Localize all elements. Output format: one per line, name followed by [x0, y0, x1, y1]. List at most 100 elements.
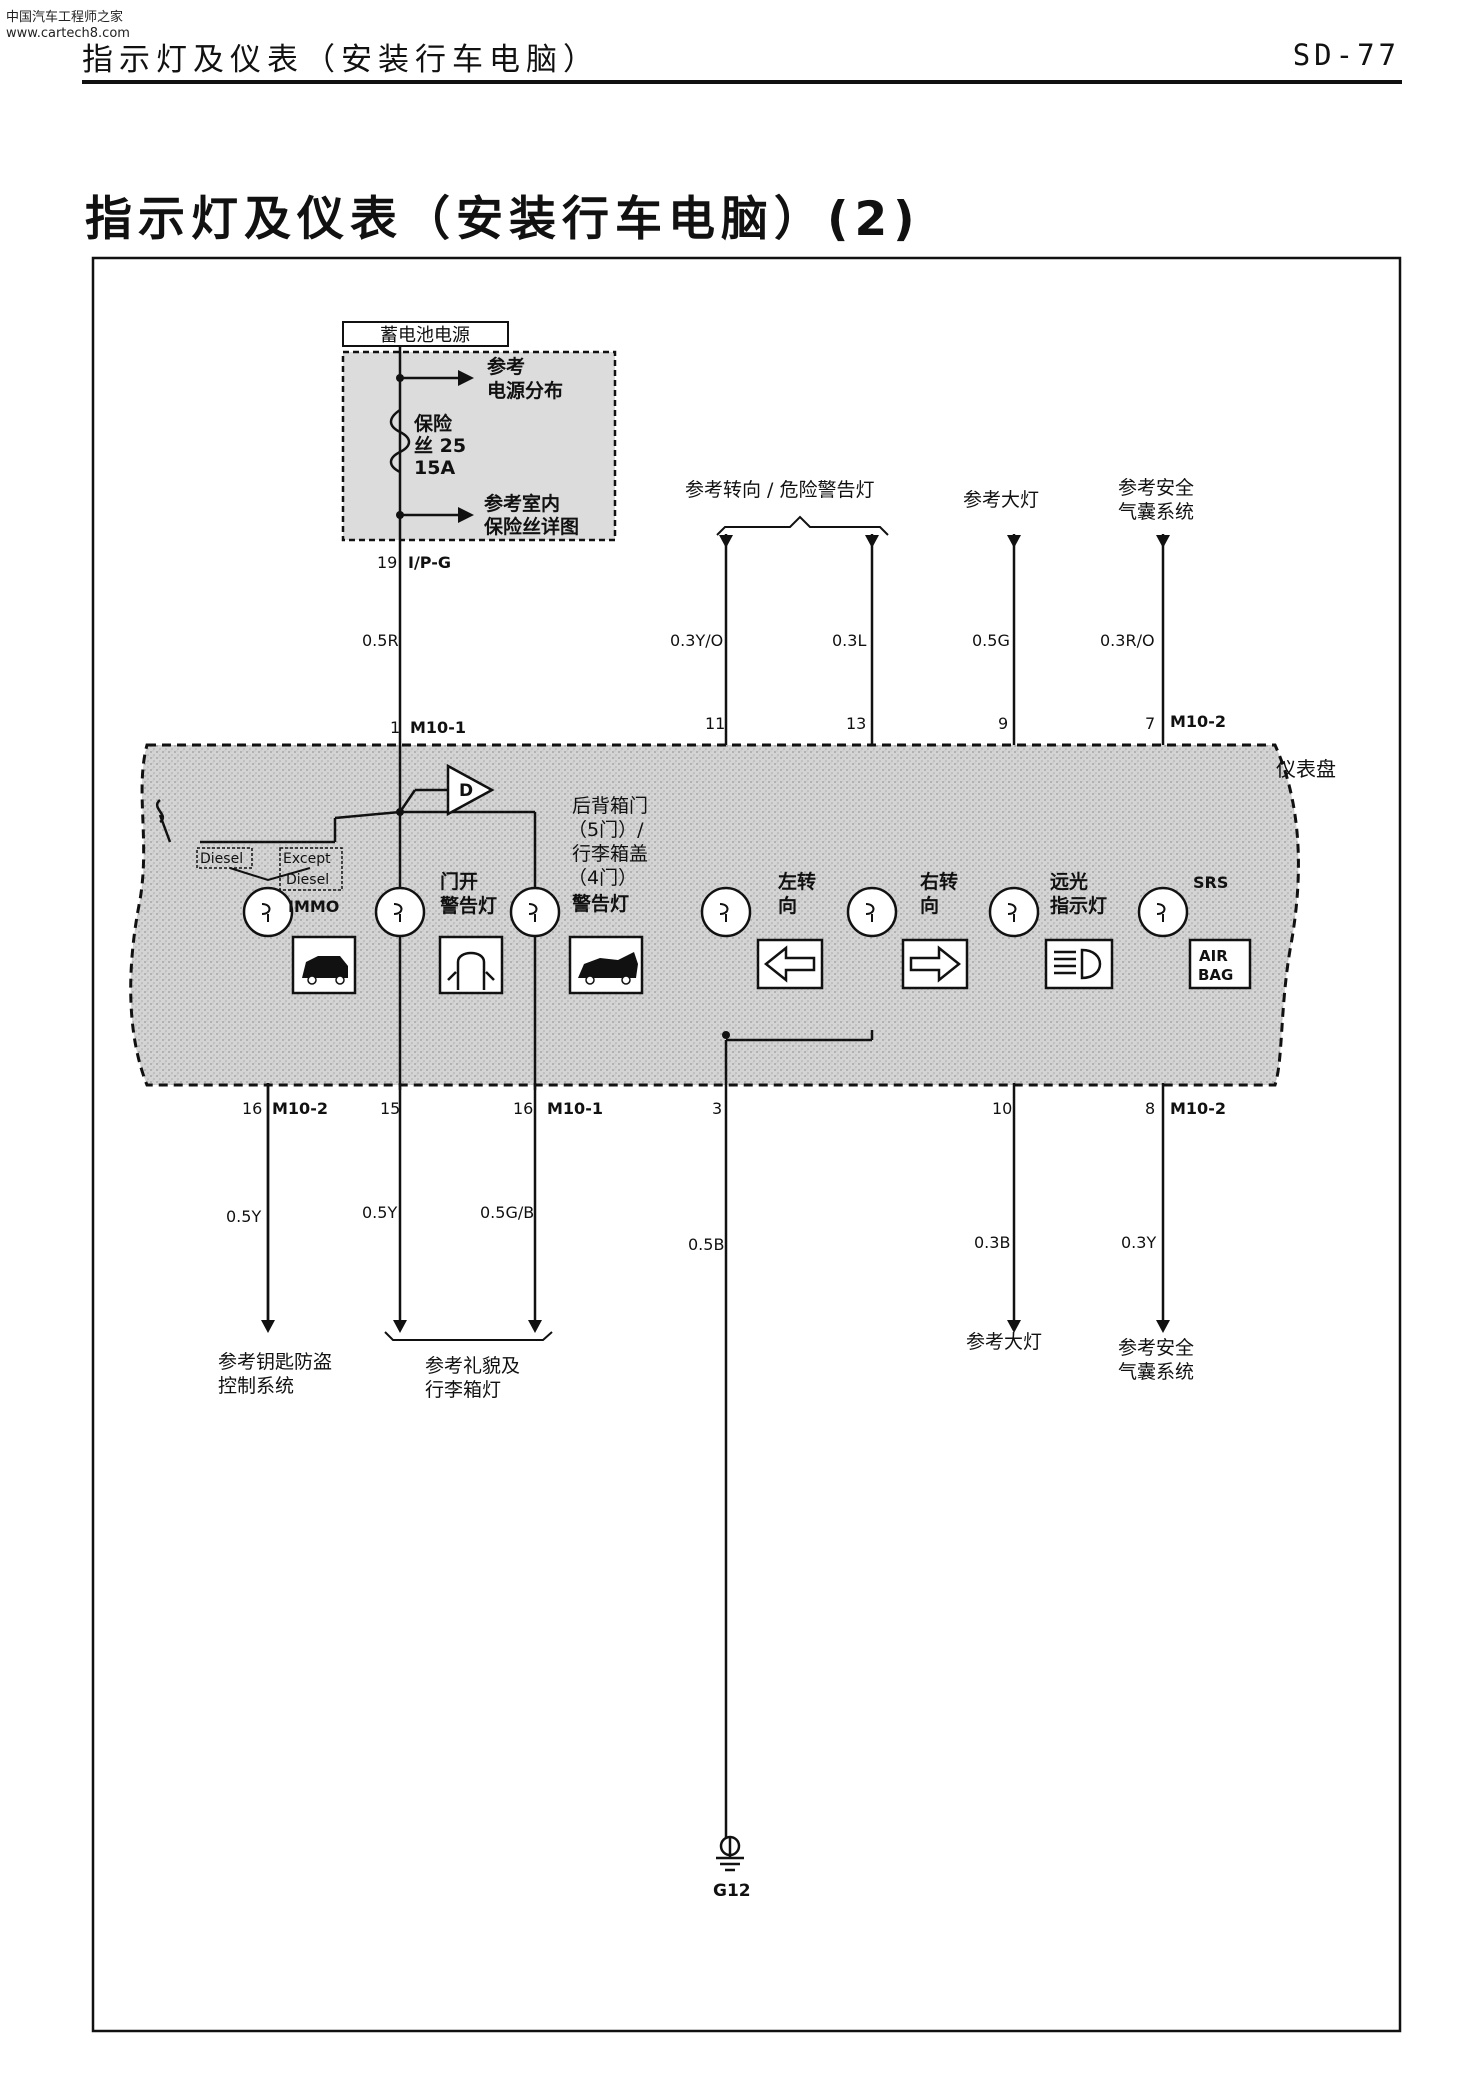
arrow-down-icon [261, 1320, 275, 1333]
option-diesel: Diesel [200, 851, 243, 867]
ref-power-line1: 参考 [487, 355, 525, 378]
fuse-box-region [341, 350, 617, 542]
arrow-down-icon [1007, 1320, 1021, 1333]
diode-label: D [459, 781, 473, 801]
ref-headlamp-bottom: 参考大灯 [966, 1331, 1042, 1353]
wire-trunk-label: 0.5G/B [480, 1203, 534, 1222]
ref-courtesy-2: 行李箱灯 [425, 1379, 501, 1401]
option-except-1: Except [283, 851, 331, 867]
ref-fuse-line1: 参考室内 [484, 492, 560, 515]
wire-srs-out-label: 0.3Y [1121, 1233, 1156, 1252]
ref-immo-2: 控制系统 [218, 1375, 294, 1397]
wire-power-label: 0.5R [362, 631, 399, 650]
conn-trunk: M10-1 [547, 1099, 603, 1118]
pin-left: 11 [705, 714, 725, 733]
label-left-1: 左转 [778, 870, 816, 893]
battery-power-block: 蓄电池电源 参考 电源分布 保险 丝 25 15A 参考室内 保险丝详图 19 … [341, 321, 617, 720]
pin-ground: 3 [712, 1099, 722, 1118]
label-trunk-3: 行李箱盖 [572, 843, 648, 865]
pin-immo: 16 [242, 1099, 262, 1118]
arrow-right-icon [458, 370, 474, 386]
battery-source-label: 蓄电池电源 [380, 325, 470, 346]
option-except-2: Diesel [286, 872, 329, 888]
label-trunk-1: 后背箱门 [572, 795, 648, 817]
battery-source-box [342, 321, 509, 347]
conn-srs: M10-2 [1170, 712, 1226, 731]
high-beam-icon [1044, 938, 1114, 990]
label-high-1: 远光 [1050, 870, 1088, 893]
header-rule [82, 80, 1402, 84]
door-open-icon [438, 935, 504, 995]
ref-courtesy-1: 参考礼貌及 [425, 1355, 520, 1377]
ref-airbag-bottom-1: 参考安全 [1118, 1337, 1194, 1359]
cluster-name: 仪表盘 [1276, 757, 1336, 781]
diagram-frame [91, 256, 1402, 2033]
label-high-2: 指示灯 [1050, 895, 1107, 917]
pin-door: 15 [380, 1099, 400, 1118]
ref-power-line2: 电源分布 [487, 379, 563, 402]
arrow-down-icon [1156, 535, 1170, 548]
airbag-icon: AIR BAG [1188, 938, 1252, 990]
arrow-down-icon [528, 1320, 542, 1333]
ref-headlamp-top: 参考大灯 [963, 489, 1039, 511]
ground-icon [716, 1835, 744, 1872]
label-trunk-4: （4门） [568, 867, 637, 889]
fuse-label-2: 丝 25 [414, 434, 466, 457]
fuse-label-3: 15A [414, 457, 455, 479]
pin-srs-out: 8 [1145, 1099, 1155, 1118]
label-door-1: 门开 [440, 870, 478, 893]
arrow-down-icon [865, 535, 879, 548]
watermark-url: www.cartech8.com [6, 26, 130, 41]
immo-car-icon [291, 935, 357, 995]
label-right-2: 向 [920, 894, 939, 917]
arrow-right-icon [458, 507, 474, 523]
ref-airbag-top-2: 气囊系统 [1118, 501, 1194, 523]
power-pin: 19 [377, 553, 397, 572]
ref-turn-hazard: 参考转向 / 危险警告灯 [685, 479, 874, 501]
label-srs: SRS [1193, 873, 1228, 892]
wire-door-label: 0.5Y [362, 1203, 397, 1222]
label-trunk-5: 警告灯 [572, 892, 629, 915]
label-right-1: 右转 [919, 870, 958, 893]
airbag-line1: AIR [1199, 947, 1228, 965]
conn-srs-out: M10-2 [1170, 1099, 1226, 1118]
instrument-cluster: 仪表盘 D Diesel Except Diesel [129, 720, 1336, 1320]
pin-head-out: 10 [992, 1099, 1012, 1118]
arrow-down-icon [393, 1320, 407, 1333]
ref-airbag-top-1: 参考安全 [1118, 477, 1194, 499]
top-references: 参考转向 / 危险警告灯 参考大灯 参考安全 气囊系统 [685, 477, 1194, 536]
airbag-line2: BAG [1198, 966, 1233, 984]
right-arrow-icon [901, 938, 969, 990]
arrow-down-icon [1007, 535, 1021, 548]
arrow-down-icon [1156, 1320, 1170, 1333]
watermark-brand: 中国汽车工程师之家 [6, 10, 124, 25]
pin-power: 1 [390, 718, 400, 737]
pin-right: 13 [846, 714, 866, 733]
wire-immo-label: 0.5Y [226, 1207, 261, 1226]
wire-high-label: 0.5G [972, 631, 1010, 650]
diode-icon [446, 763, 495, 817]
wire-ground-label: 0.5B [688, 1235, 724, 1254]
wire-right-label: 0.3L [832, 631, 866, 650]
arrow-down-icon [719, 535, 733, 548]
wire-srs-label: 0.3R/O [1100, 631, 1155, 650]
pin-srs: 7 [1145, 714, 1155, 733]
pin-high: 9 [998, 714, 1008, 733]
wire-head-out-label: 0.3B [974, 1233, 1010, 1252]
wire-left-label: 0.3Y/O [670, 631, 723, 650]
ref-airbag-bottom-2: 气囊系统 [1118, 1361, 1194, 1383]
trunk-open-icon [568, 935, 644, 995]
conn-power: M10-1 [410, 718, 466, 737]
fuse-label-1: 保险 [413, 412, 453, 435]
label-door-2: 警告灯 [440, 894, 497, 917]
ref-fuse-line2: 保险丝详图 [483, 515, 579, 538]
conn-immo: M10-2 [272, 1099, 328, 1118]
bottom-wires [266, 1040, 1165, 1840]
page-title: 指示灯及仪表（安装行车电脑）(2) [85, 192, 921, 247]
label-left-2: 向 [778, 894, 797, 917]
fuse-icon [389, 408, 411, 474]
page-number: SD-77 [1292, 38, 1400, 72]
pin-trunk: 16 [513, 1099, 533, 1118]
power-connector: I/P-G [408, 553, 451, 572]
